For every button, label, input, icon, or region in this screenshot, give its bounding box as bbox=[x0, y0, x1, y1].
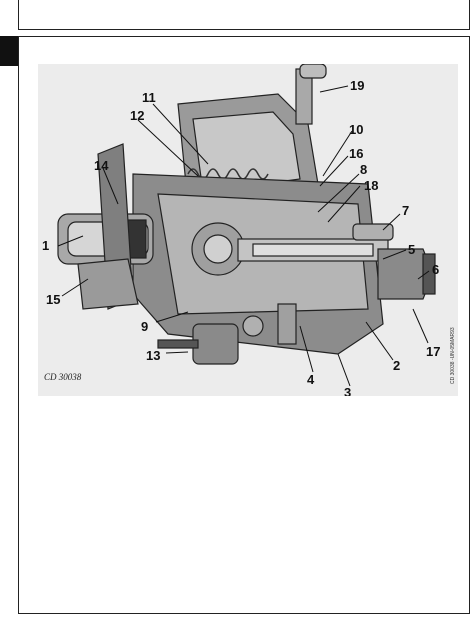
callout-7: 7 bbox=[402, 203, 409, 218]
figure-caption: CD 30038 bbox=[44, 372, 82, 382]
callout-19: 19 bbox=[350, 78, 364, 93]
callout-8: 8 bbox=[360, 162, 367, 177]
callout-18: 18 bbox=[364, 178, 378, 193]
pump-illustration bbox=[57, 64, 436, 365]
callout-10: 10 bbox=[349, 122, 363, 137]
section-tab-mark bbox=[0, 36, 18, 66]
callout-2: 2 bbox=[393, 358, 400, 373]
injection-pump-cutaway-figure: 1 2 3 4 5 6 7 8 9 10 11 12 13 14 15 16 1… bbox=[38, 64, 458, 396]
callout-9: 9 bbox=[141, 319, 148, 334]
callout-12: 12 bbox=[130, 108, 144, 123]
callout-11: 11 bbox=[142, 90, 156, 105]
header-box bbox=[18, 0, 470, 30]
callout-17: 17 bbox=[426, 344, 440, 359]
callout-1: 1 bbox=[42, 238, 49, 253]
callout-4: 4 bbox=[307, 372, 315, 387]
callout-leader-lines bbox=[57, 85, 430, 387]
callout-13: 13 bbox=[146, 348, 160, 363]
callout-labels: 1 2 3 4 5 6 7 8 9 10 11 12 13 14 15 16 1… bbox=[42, 78, 440, 396]
callout-3: 3 bbox=[344, 385, 351, 396]
callout-6: 6 bbox=[432, 262, 439, 277]
figure-side-code: CD 30038 -UN-05MAR93 bbox=[450, 327, 456, 384]
callout-5: 5 bbox=[408, 242, 415, 257]
figure-illustration: 1 2 3 4 5 6 7 8 9 10 11 12 13 14 15 16 1… bbox=[42, 64, 456, 396]
callout-16: 16 bbox=[349, 146, 363, 161]
page-frame bbox=[18, 36, 470, 614]
callout-14: 14 bbox=[94, 158, 109, 173]
callout-15: 15 bbox=[46, 292, 60, 307]
